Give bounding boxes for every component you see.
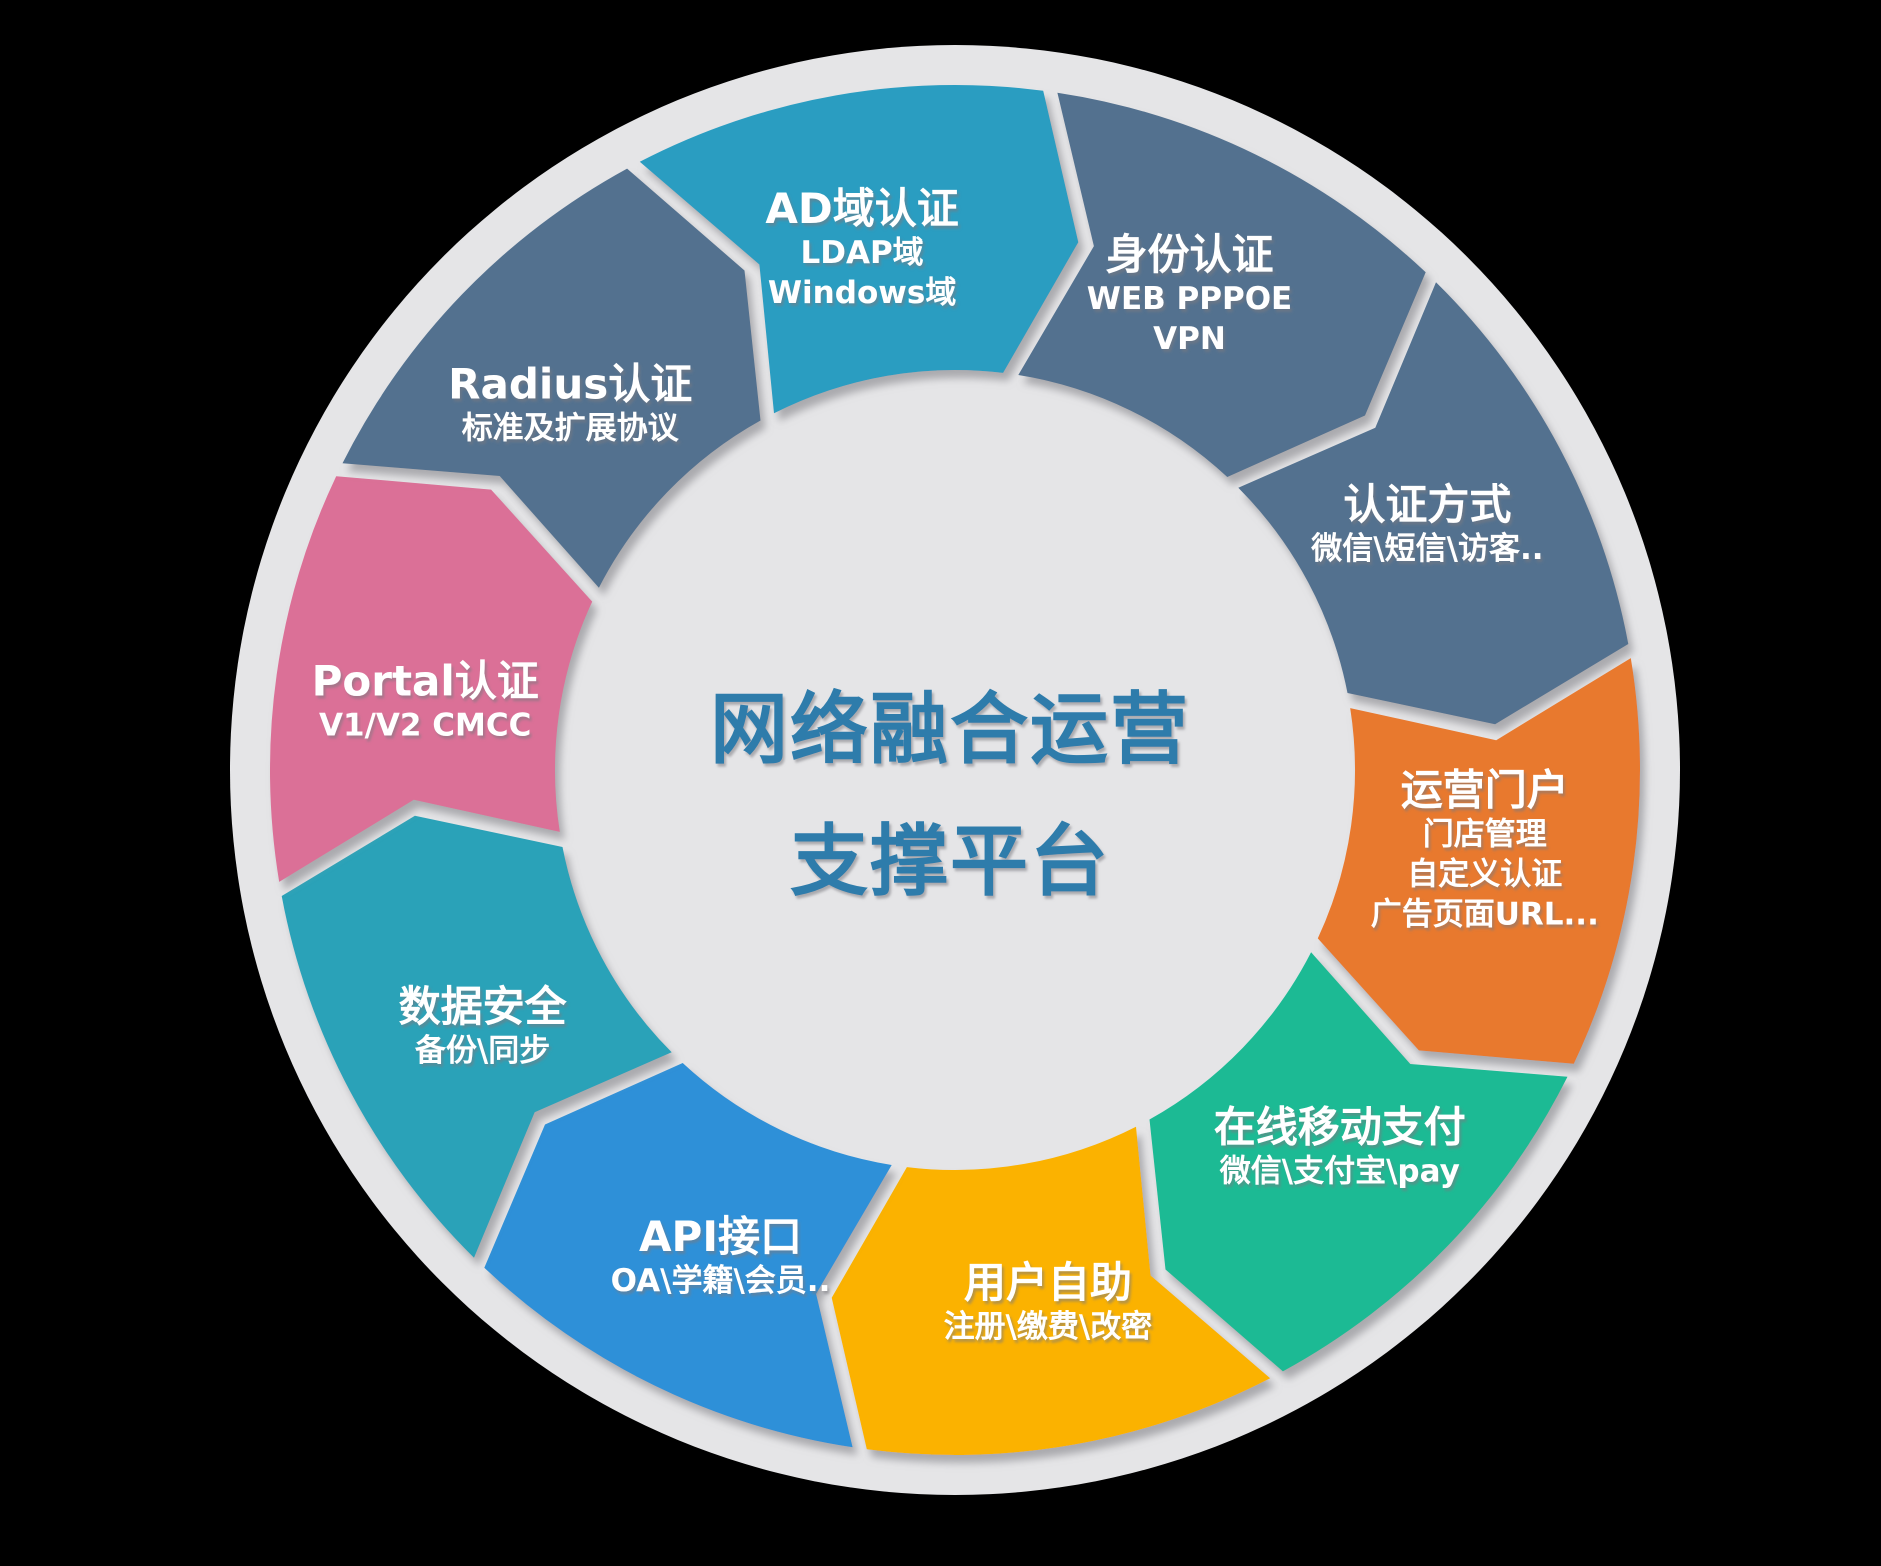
segment-radius-auth bbox=[342, 168, 761, 588]
segment-subtitle-operation-portal-3: 广告页面URL... bbox=[1371, 897, 1599, 933]
segment-title-ad-domain-auth: AD域认证 bbox=[765, 184, 958, 233]
segment-subtitle-online-mobile-payment-1: 微信\支付宝\pay bbox=[1219, 1154, 1460, 1190]
segment-auth-method bbox=[1238, 282, 1629, 725]
segment-title-online-mobile-payment: 在线移动支付 bbox=[1214, 1103, 1466, 1152]
wheel-segments bbox=[269, 84, 1641, 1456]
segment-title-identity-auth: 身份认证 bbox=[1105, 230, 1273, 279]
segment-portal-auth bbox=[269, 476, 593, 882]
segment-subtitle-radius-auth-1: 标准及扩展协议 bbox=[462, 410, 680, 446]
segment-online-mobile-payment bbox=[1149, 952, 1568, 1372]
segment-title-operation-portal: 运营门户 bbox=[1401, 766, 1569, 815]
segment-subtitle-identity-auth-2: VPN bbox=[1153, 321, 1226, 357]
segment-api-interface bbox=[484, 1063, 892, 1448]
center-title: 网络融合运营 支撑平台 bbox=[710, 685, 1190, 907]
segment-label-operation-portal: 运营门户门店管理自定义认证广告页面URL... bbox=[1371, 766, 1599, 933]
segment-subtitle-data-security-1: 备份\同步 bbox=[414, 1033, 550, 1069]
segment-data-security bbox=[281, 815, 672, 1258]
center-title-line-1: 网络融合运营 bbox=[710, 685, 1190, 775]
segment-title-radius-auth: Radius认证 bbox=[448, 359, 692, 408]
segment-subtitle-ad-domain-auth-1: LDAP域 bbox=[800, 235, 923, 271]
segment-title-api-interface: API接口 bbox=[639, 1212, 802, 1261]
segment-title-data-security: 数据安全 bbox=[399, 982, 568, 1031]
segment-subtitle-identity-auth-1: WEB PPPOE bbox=[1087, 281, 1292, 317]
segment-subtitle-operation-portal-2: 自定义认证 bbox=[1407, 857, 1562, 893]
segment-subtitle-auth-method-1: 微信\短信\访客.. bbox=[1310, 531, 1543, 567]
segment-identity-auth bbox=[1018, 92, 1426, 477]
segment-subtitle-operation-portal-1: 门店管理 bbox=[1423, 817, 1547, 853]
segment-subtitle-ad-domain-auth-2: Windows域 bbox=[768, 275, 956, 311]
segment-operation-portal bbox=[1317, 658, 1641, 1064]
segment-ad-domain-auth bbox=[639, 84, 1079, 414]
segment-title-user-self-service: 用户自助 bbox=[964, 1258, 1132, 1307]
segment-user-self-service bbox=[831, 1126, 1271, 1456]
segment-title-auth-method: 认证方式 bbox=[1343, 480, 1511, 529]
segment-title-portal-auth: Portal认证 bbox=[312, 657, 539, 706]
segment-subtitle-user-self-service-1: 注册\缴费\改密 bbox=[944, 1309, 1153, 1345]
segment-subtitle-api-interface-1: OA\学籍\会员.. bbox=[611, 1263, 831, 1299]
segment-subtitle-portal-auth-1: V1/V2 CMCC bbox=[319, 708, 531, 744]
center-title-line-2: 支撑平台 bbox=[790, 817, 1110, 907]
